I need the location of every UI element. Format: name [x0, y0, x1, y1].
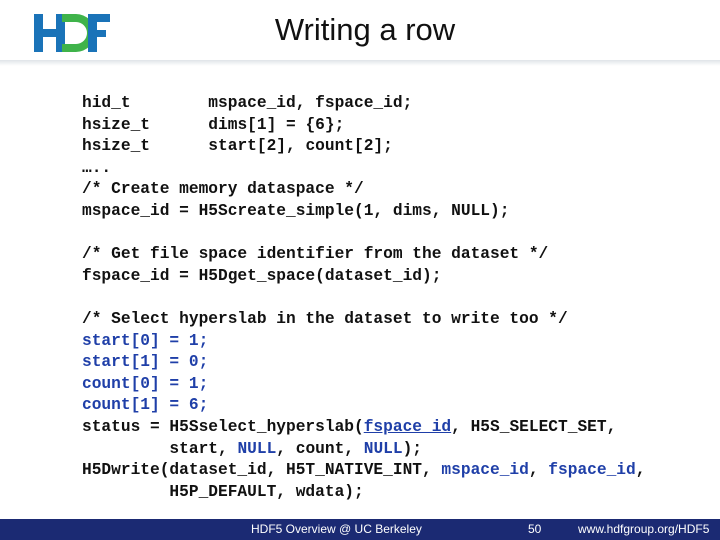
code-highlight: NULL — [237, 439, 277, 458]
code-comment: /* Select hyperslab in the dataset to wr… — [82, 309, 568, 328]
code-vars: dims[1] = {6}; — [208, 115, 345, 134]
footer-bar: HDF5 Overview @ UC Berkeley 50 www.hdfgr… — [0, 519, 720, 540]
footer-text: HDF5 Overview @ UC Berkeley — [251, 522, 422, 536]
code-line: hsize_t dims[1] = {6}; — [82, 115, 645, 137]
code-comment: /* Get file space identifier from the da… — [82, 245, 549, 264]
code-line: fspace_id = H5Dget_space(dataset_id); — [82, 266, 442, 285]
slide-title: Writing a row — [274, 12, 456, 47]
code-line: start, NULL, count, NULL); — [82, 439, 423, 458]
code-line: status = H5Sselect_hyperslab(fspace_id, … — [82, 417, 617, 436]
code-listing: hid_t mspace_id, fspace_id;hsize_t dims[… — [82, 93, 645, 503]
code-vars: start[2], count[2]; — [208, 137, 393, 156]
code-line: mspace_id = H5Screate_simple(1, dims, NU… — [82, 201, 510, 220]
title-divider — [0, 60, 720, 66]
code-line: ….. — [82, 158, 112, 177]
code-highlight: fspace_id — [548, 461, 636, 480]
code-line: H5Dwrite(dataset_id, H5T_NATIVE_INT, msp… — [82, 461, 646, 480]
hdf-logo — [34, 14, 110, 52]
code-highlight: mspace_id — [441, 461, 529, 480]
code-highlight: fspace_id — [363, 417, 452, 436]
code-type: hsize_t — [82, 115, 150, 134]
code-line: H5P_DEFAULT, wdata); — [82, 482, 364, 501]
code-vars: mspace_id, fspace_id; — [208, 94, 413, 112]
code-line: hsize_t start[2], count[2]; — [82, 136, 645, 158]
code-comment: /* Create memory dataspace */ — [82, 180, 364, 199]
page-number: 50 — [528, 522, 542, 536]
code-line: hid_t mspace_id, fspace_id; — [82, 93, 645, 115]
code-line: start[1] = 0; — [82, 353, 209, 372]
code-line: count[0] = 1; — [82, 374, 209, 393]
footer-url: www.hdfgroup.org/HDF5 — [578, 522, 710, 536]
code-type: hsize_t — [82, 137, 150, 156]
code-line: start[0] = 1; — [82, 331, 209, 350]
code-type: hid_t — [82, 94, 131, 112]
code-highlight: NULL — [363, 439, 403, 458]
code-line: count[1] = 6; — [82, 396, 209, 415]
